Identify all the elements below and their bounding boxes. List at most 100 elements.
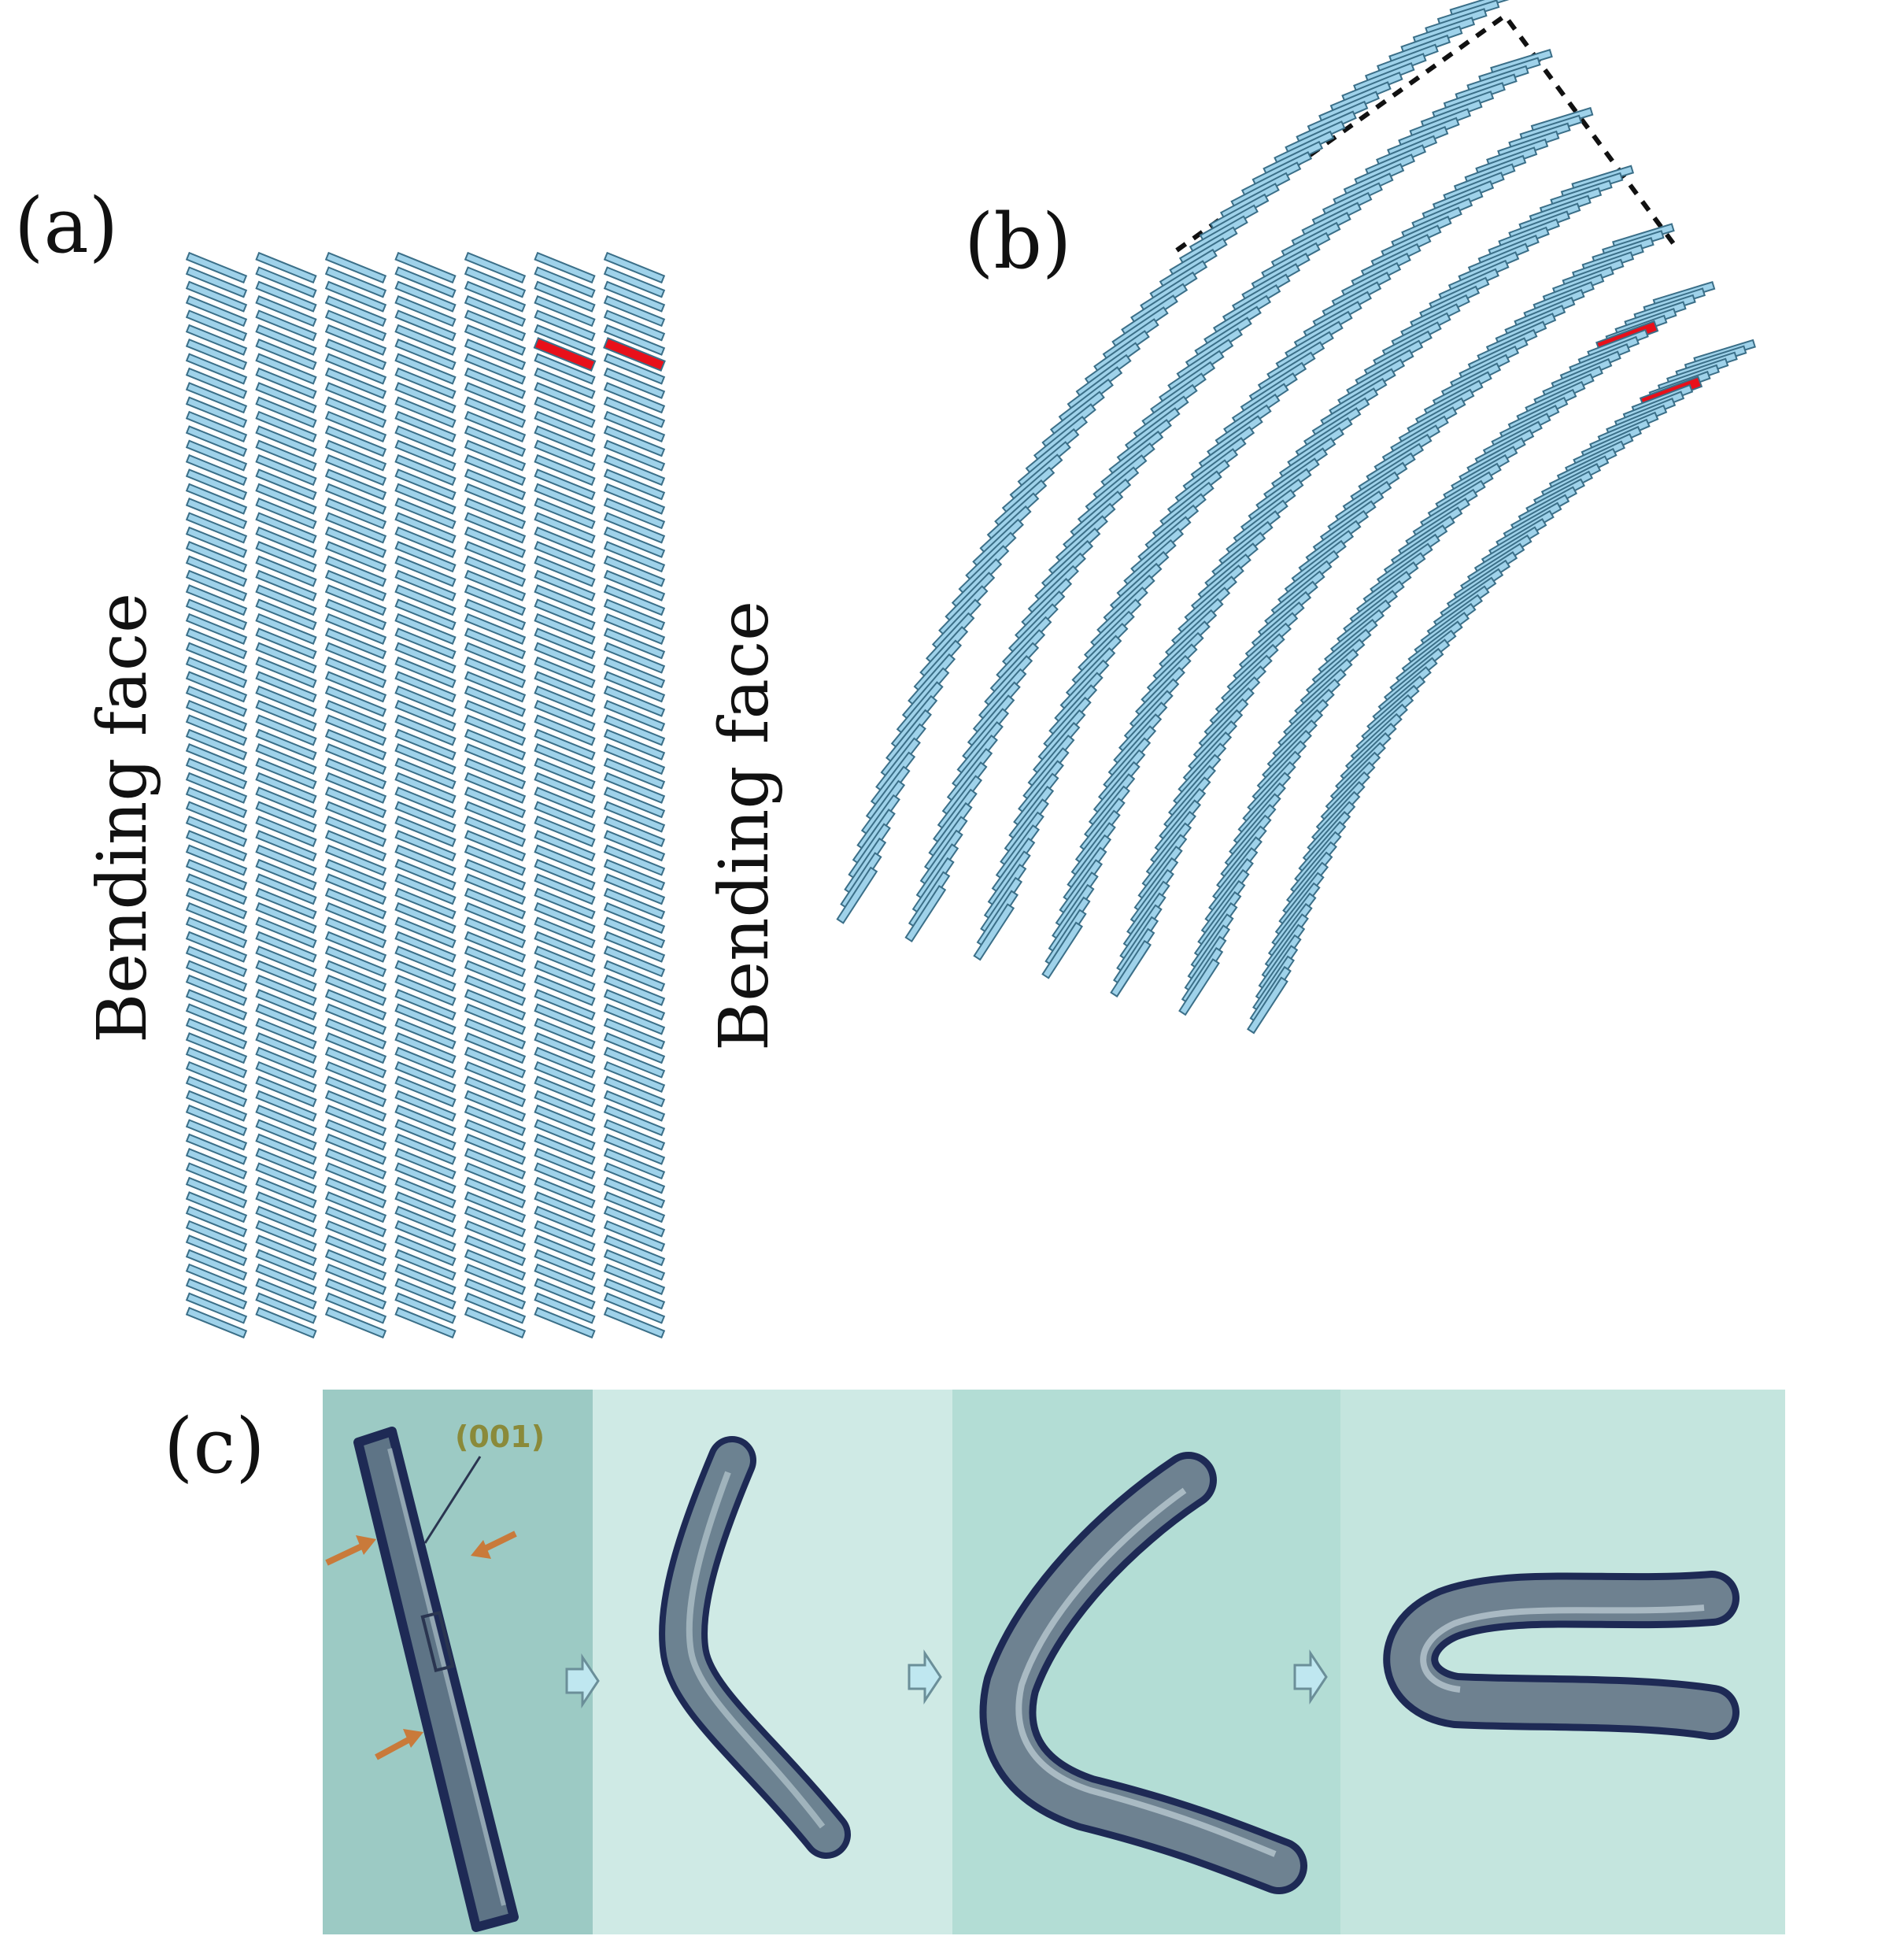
molecule: [185, 960, 248, 992]
molecule: [534, 671, 596, 703]
molecule: [394, 858, 457, 891]
molecule: [324, 656, 387, 689]
molecule: [1110, 939, 1152, 998]
molecule: [394, 555, 457, 587]
molecule: [464, 1263, 527, 1295]
molecule: [324, 974, 387, 1006]
molecule: [464, 801, 527, 833]
panel-b: (b): [836, 0, 1756, 1035]
crystal-straight: [353, 1427, 519, 1932]
molecule: [394, 483, 457, 515]
molecule: [324, 714, 387, 746]
molecule: [394, 1148, 457, 1180]
molecule: [324, 1060, 387, 1093]
molecule: [394, 382, 457, 414]
molecule: [394, 901, 457, 935]
molecule: [464, 613, 527, 645]
molecule: [603, 699, 666, 732]
molecule: [255, 1306, 317, 1339]
molecule: [255, 699, 317, 732]
molecule: [603, 1220, 666, 1252]
molecule: [464, 1104, 527, 1137]
molecule: [534, 1278, 596, 1310]
molecule: [464, 483, 527, 515]
molecule: [255, 787, 317, 819]
molecule: [185, 787, 248, 819]
molecule: [255, 410, 317, 442]
molecule: [603, 858, 666, 891]
molecule: [904, 884, 947, 943]
molecule: [534, 815, 596, 847]
molecule: [603, 498, 666, 530]
molecule: [534, 598, 596, 631]
molecule: [534, 280, 596, 313]
molecule: [603, 801, 666, 833]
molecule: [603, 410, 666, 442]
molecule: [394, 309, 457, 342]
molecule: [394, 714, 457, 746]
molecule: [603, 714, 666, 746]
molecule: [394, 801, 457, 833]
molecule: [255, 468, 317, 501]
molecule: [464, 512, 527, 544]
molecule: [255, 743, 317, 775]
molecule: [534, 974, 596, 1006]
molecule: [603, 1032, 666, 1064]
molecule: [394, 671, 457, 703]
molecule: [255, 656, 317, 689]
molecule: [464, 642, 527, 674]
molecule: [324, 1003, 387, 1035]
molecule: [324, 946, 387, 978]
molecule: [394, 468, 457, 501]
molecule: [464, 295, 527, 328]
molecule: [255, 295, 317, 328]
molecule: [534, 526, 596, 558]
molecule: [255, 1249, 317, 1281]
molecule: [534, 743, 596, 775]
molecule: [255, 613, 317, 645]
molecule: [603, 1176, 666, 1209]
molecule: [185, 382, 248, 414]
molecule: [255, 425, 317, 457]
molecule: [464, 887, 527, 920]
molecule: [394, 1176, 457, 1209]
molecule: [603, 642, 666, 674]
molecule: [394, 266, 457, 298]
molecule: [464, 251, 527, 284]
molecule: [324, 901, 387, 935]
molecule: [464, 1249, 527, 1281]
molecule: [324, 324, 387, 356]
molecule: [534, 1090, 596, 1122]
molecule: [534, 772, 596, 804]
molecule: [464, 858, 527, 891]
molecule: [185, 714, 248, 746]
molecule: [464, 844, 527, 876]
molecule: [255, 569, 317, 601]
molecule: [534, 410, 596, 442]
molecule: [464, 439, 527, 472]
molecule: [464, 946, 527, 978]
molecule: [603, 541, 666, 573]
molecule: [185, 671, 248, 703]
molecule: [185, 946, 248, 978]
molecule: [603, 887, 666, 920]
molecule: [185, 309, 248, 342]
molecule: [534, 324, 596, 356]
molecule: [464, 989, 527, 1021]
molecule: [394, 1032, 457, 1064]
molecule: [534, 498, 596, 530]
molecule: [255, 989, 317, 1021]
molecule: [464, 555, 527, 587]
molecule: [255, 309, 317, 342]
molecule: [394, 324, 457, 356]
molecule: [394, 1191, 457, 1223]
molecule: [534, 873, 596, 905]
molecule: [603, 1148, 666, 1180]
molecule: [603, 613, 666, 645]
molecule: [255, 498, 317, 530]
panel-a-label: (a): [14, 182, 118, 270]
molecule: [394, 931, 457, 963]
molecule: [324, 815, 387, 847]
